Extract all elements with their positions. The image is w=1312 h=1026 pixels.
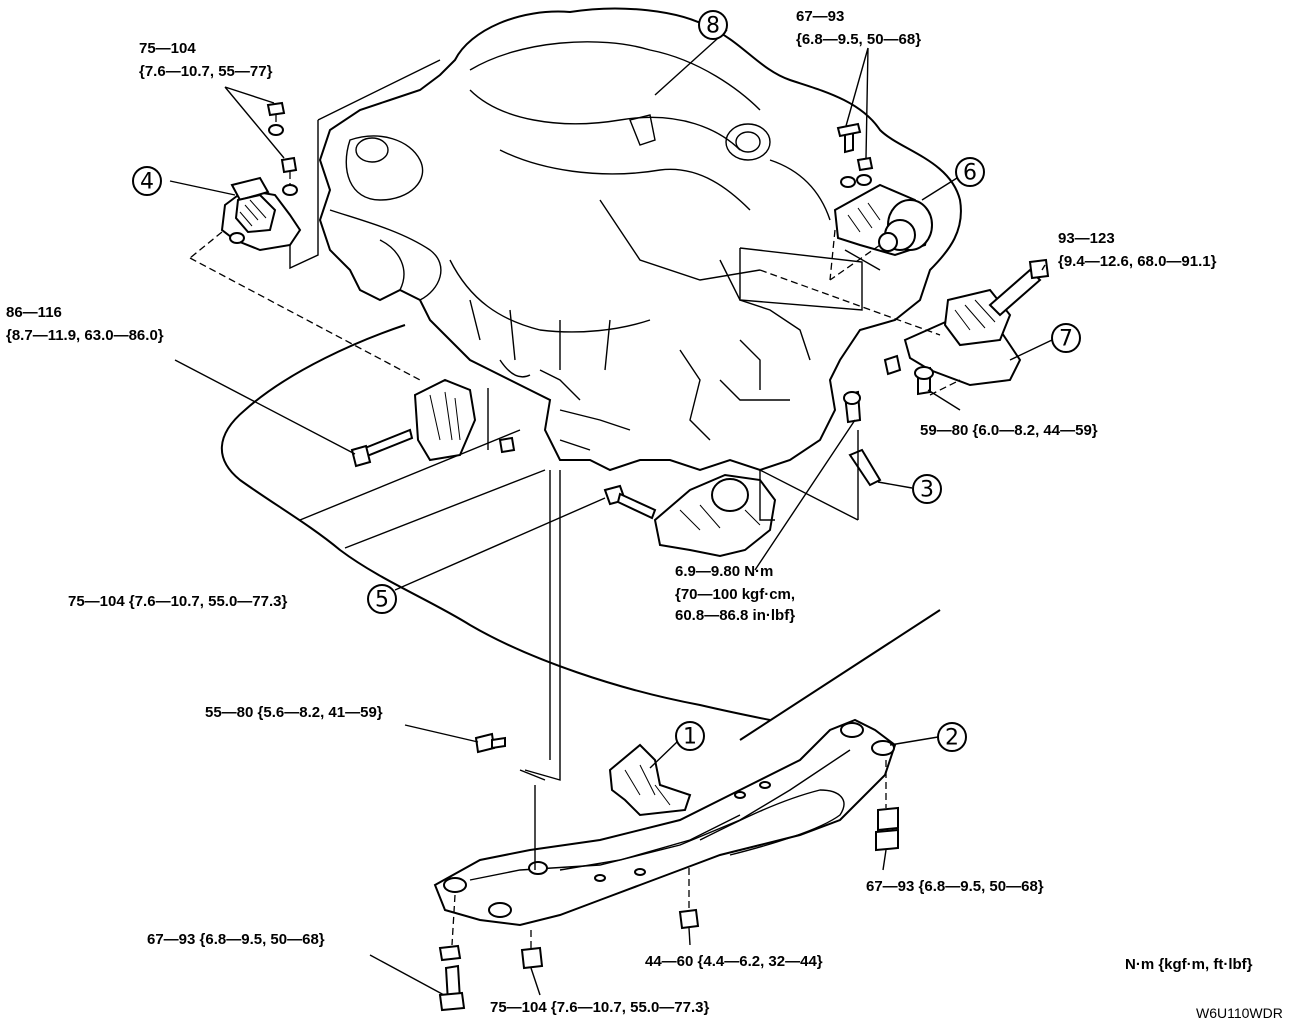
torque-center-nut: 44—60 {4.4—6.2, 32—44} [645,953,823,970]
torque-left-bolt-nm: 86—116 [6,304,62,321]
engine-mount-7 [759,258,1050,396]
torque-right-rear-nut: 67—93 {6.8—9.5, 50—68} [866,878,1044,895]
torque-mount7-nut: 59—80 {6.0—8.2, 44—59} [920,422,1098,439]
transmission-bracket-1 [519,743,692,870]
torque-heat-shield-kgf: {70—100 kgf·cm, [675,586,795,603]
torque-mount7-bolt-nm: 93—123 [1058,230,1115,247]
callout-6-label: 6 [963,161,977,186]
callout-5-label: 5 [375,588,389,613]
callout-3: 3 [912,474,942,504]
mount4-outline [289,59,441,270]
torque-mount6-bolt-nm: 67—93 [796,8,844,25]
crossmember-2 [433,718,897,927]
callout-4: 4 [132,166,162,196]
callout-2-label: 2 [945,726,959,751]
engine-mount-6 [829,122,933,281]
torque-heat-shield-nm: 6.9—9.80 N·m [675,563,773,580]
callout-1: 1 [675,721,705,751]
callout-7-label: 7 [1059,327,1073,352]
callout-7: 7 [1051,323,1081,353]
torque-heat-shield-lbf: 60.8—86.8 in·lbf} [675,607,795,624]
torque-mount4-nut-nm: 75—104 [139,40,196,57]
callout-5: 5 [367,584,397,614]
engine-mount-4 [189,101,421,381]
figure-code: W6U110WDR [1196,1005,1283,1021]
torque-left-bolt-alt: {8.7—11.9, 63.0—86.0} [6,327,164,344]
callout-8: 8 [698,10,728,40]
torque-mount4-nut-alt: {7.6—10.7, 55—77} [139,63,273,80]
torque-mount5-bolt: 75—104 {7.6—10.7, 55.0—77.3} [68,593,287,610]
torque-mount6-bolt-alt: {6.8—9.5, 50—68} [796,31,921,48]
callout-4-label: 4 [140,170,154,195]
units-legend: N·m {kgf·m, ft·lbf} [1125,956,1253,973]
callout-1-label: 1 [683,725,697,750]
callout-3-label: 3 [920,478,934,503]
mount6-outline [739,247,863,311]
callout-8-label: 8 [706,14,720,39]
torque-front-nut: 75—104 {7.6—10.7, 55.0—77.3} [490,999,709,1016]
torque-crossmember-bolt: 55—80 {5.6—8.2, 41—59} [205,704,383,721]
torque-left-rear-nut: 67—93 {6.8—9.5, 50—68} [147,931,325,948]
crossmember-fasteners [438,732,899,1012]
engine-mount-5 [603,470,777,558]
leader-lines [169,29,1053,996]
engine-mount-left [350,378,516,468]
callout-2: 2 [937,722,967,752]
torque-mount7-bolt-alt: {9.4—12.6, 68.0—91.1} [1058,253,1217,270]
heat-shield-bracket-3 [759,390,882,521]
callout-6: 6 [955,157,985,187]
